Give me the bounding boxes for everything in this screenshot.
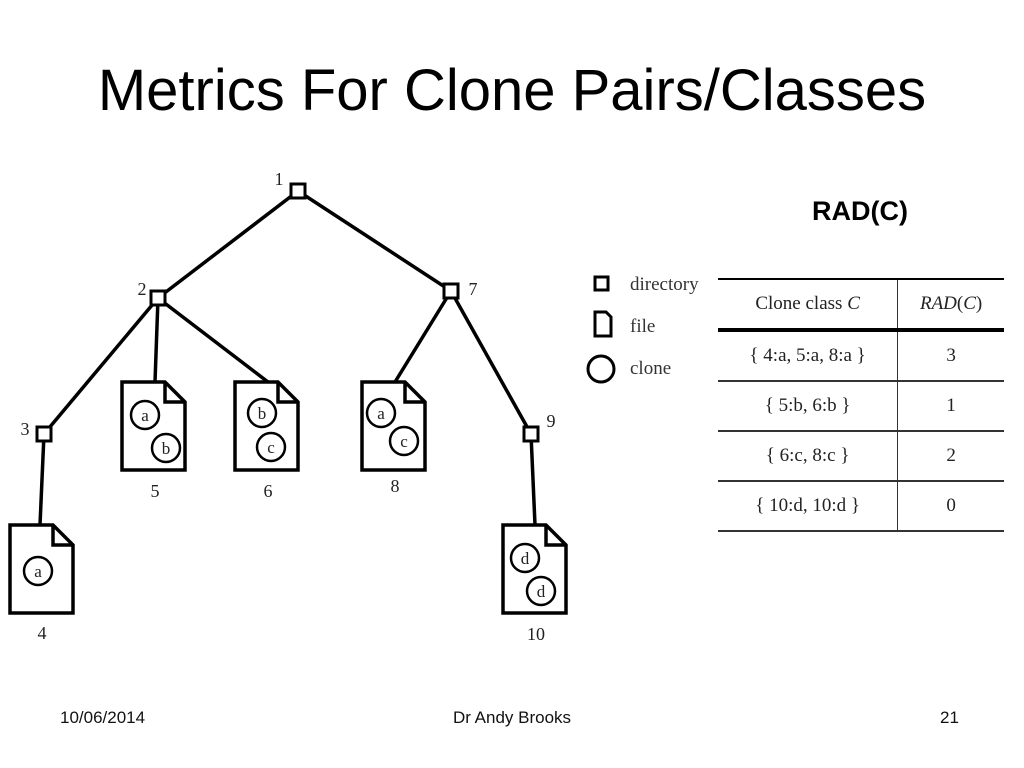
tree-edge <box>153 297 160 383</box>
tree-edge <box>529 433 537 526</box>
slide-title: Metrics For Clone Pairs/Classes <box>97 58 927 123</box>
tree-edge <box>42 296 160 436</box>
clone-class-cell: { 6:c, 8:c } <box>718 431 899 481</box>
tree-edge <box>156 189 300 300</box>
rad-value-cell: 2 <box>946 445 956 466</box>
rad-heading: RAD(C) <box>812 196 908 226</box>
tree-edge <box>393 290 453 383</box>
clone-circle-icon <box>509 542 541 574</box>
clone-label: c <box>267 438 275 457</box>
tree-edge <box>38 433 46 526</box>
clone-label: a <box>141 406 149 425</box>
directory-icon <box>593 275 610 292</box>
directory-node-label: 2 <box>138 279 147 299</box>
tree-edge <box>297 189 452 293</box>
file-node-label: 8 <box>391 476 400 496</box>
rad-value-cell: 3 <box>946 345 956 366</box>
clone-class-cell: { 4:a, 5:a, 8:a } <box>718 330 899 381</box>
clone-class-cell: { 5:b, 6:b } <box>718 381 899 431</box>
clone-circle-icon <box>246 397 278 429</box>
directory-node-icon <box>35 425 53 443</box>
directory-node-label: 7 <box>469 279 478 299</box>
file-node-label: 5 <box>151 481 160 501</box>
rad-value-cell: 0 <box>946 495 956 516</box>
file-icon <box>593 310 613 338</box>
clone-label: d <box>537 582 546 601</box>
rad-table-header-row: Clone class C RAD(C) <box>718 279 1004 330</box>
directory-node-icon <box>149 289 167 307</box>
directory-node-label: 1 <box>275 169 284 189</box>
tree-edge <box>156 296 270 384</box>
clone-label: a <box>377 404 385 423</box>
header-rad: RAD(C) <box>919 293 983 314</box>
footer-page-number: 21 <box>940 708 959 727</box>
clone-circle-icon <box>22 555 54 587</box>
directory-node-label: 9 <box>547 411 556 431</box>
clone-icon <box>586 354 616 384</box>
clone-circle-icon <box>255 431 287 463</box>
table-row: { 10:d, 10:d } 0 <box>718 481 1004 531</box>
table-row: { 5:b, 6:b } 1 <box>718 381 1004 431</box>
file-node-label: 6 <box>264 481 273 501</box>
rad-value-cell: 1 <box>946 395 956 416</box>
clone-label: d <box>521 549 530 568</box>
directory-node-icon <box>522 425 540 443</box>
directory-node-icon <box>289 182 307 200</box>
footer-date: 10/06/2014 <box>60 708 146 727</box>
legend: directory file clone <box>584 268 714 388</box>
directory-node-label: 3 <box>21 419 30 439</box>
file-node-label: 4 <box>38 623 47 643</box>
clone-class-cell: { 10:d, 10:d } <box>718 481 899 531</box>
file-node-label: 10 <box>527 624 545 644</box>
table-row: { 4:a, 5:a, 8:a } 3 <box>718 330 1004 381</box>
legend-directory-label: directory <box>630 274 699 295</box>
legend-file-label: file <box>630 316 656 337</box>
clone-label: c <box>400 432 408 451</box>
file-node-icon <box>360 380 427 472</box>
directory-node-icon <box>442 282 460 300</box>
table-row: { 6:c, 8:c } 2 <box>718 431 1004 481</box>
clone-circle-icon <box>365 397 397 429</box>
clone-label: b <box>258 404 267 423</box>
legend-symbols <box>586 275 616 384</box>
legend-clone-label: clone <box>630 358 672 379</box>
clone-circle-icon <box>129 399 161 431</box>
footer-author: Dr Andy Brooks <box>452 708 572 727</box>
clone-circle-icon <box>388 425 420 457</box>
clone-circle-icon <box>150 432 182 464</box>
header-clone-class: Clone class C <box>718 279 899 330</box>
rad-table: Clone class C RAD(C) { 4:a, 5:a, 8:a } 3… <box>718 278 1004 532</box>
clone-label: a <box>34 562 42 581</box>
clone-label: b <box>162 439 171 458</box>
clone-circle-icon <box>525 575 557 607</box>
tree-edge <box>449 290 533 435</box>
